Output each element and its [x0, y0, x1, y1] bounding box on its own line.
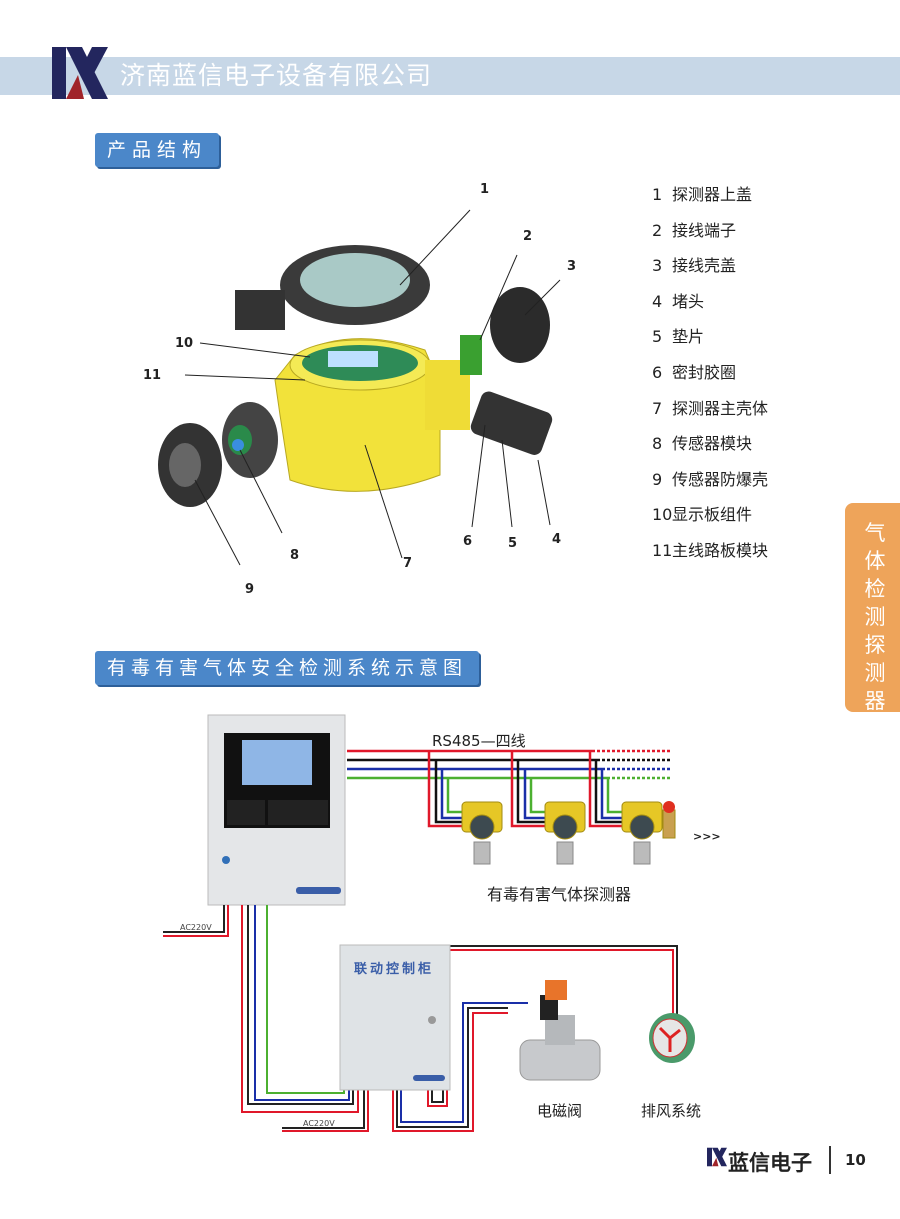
fan-label: 排风系统 — [641, 1102, 701, 1120]
callout-10: 10 — [175, 336, 193, 351]
section-title-structure: 产品结构 — [95, 133, 220, 167]
callout-3: 3 — [567, 259, 576, 274]
header-band — [0, 57, 900, 95]
callout-4: 4 — [552, 532, 561, 547]
part-item: 11主线路板模块 — [652, 540, 769, 560]
callout-1: 1 — [480, 182, 489, 197]
callout-lines — [184, 209, 561, 566]
footer-logo — [707, 1147, 727, 1167]
valve-label: 电磁阀 — [537, 1102, 582, 1120]
callout-7: 7 — [403, 556, 412, 571]
more-detectors-indicator: >>> — [693, 830, 721, 843]
gas-detectors — [461, 801, 676, 865]
detector-body-illustration — [158, 245, 553, 507]
solenoid-valve-illustration — [519, 980, 601, 1081]
system-diagram: RS485—四线 >>> 有毒有害气体探测器 AC220V AC220V 联动控… — [163, 714, 721, 1132]
alarm-controller — [207, 714, 346, 906]
callout-11: 11 — [143, 368, 161, 383]
callout-2: 2 — [523, 229, 532, 244]
page-number: 10 — [845, 1151, 866, 1169]
linkage-control-cabinet — [339, 944, 451, 1091]
power-label-controller: AC220V — [180, 923, 212, 932]
company-logo — [52, 47, 108, 99]
part-item: 10显示板组件 — [652, 505, 753, 525]
exhaust-fan-illustration — [649, 1013, 695, 1063]
footer-brand: 蓝信电子 — [728, 1151, 812, 1175]
callout-5: 5 — [508, 536, 517, 551]
power-label-cabinet: AC220V — [303, 1119, 335, 1128]
footer-divider — [829, 1146, 831, 1174]
detector-exploded-view: 1 2 3 4 5 6 7 8 9 10 11 — [143, 182, 576, 597]
detectors-label: 有毒有害气体探测器 — [487, 885, 631, 904]
company-name: 济南蓝信电子设备有限公司 — [120, 61, 433, 90]
callout-6: 6 — [463, 534, 472, 549]
section-title-system: 有毒有害气体安全检测系统示意图 — [95, 651, 480, 685]
bus-label: RS485—四线 — [432, 732, 526, 750]
side-category-tab: 气体检测探测器 — [845, 503, 900, 713]
callout-9: 9 — [245, 582, 254, 597]
callout-8: 8 — [290, 548, 299, 563]
cabinet-label: 联动控制柜 — [354, 961, 434, 977]
